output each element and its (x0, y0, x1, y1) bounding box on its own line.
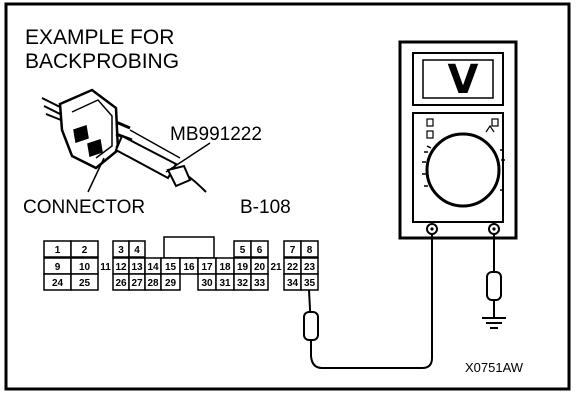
pin-row3-14-label: 35 (304, 278, 316, 289)
pin-row3-1-label: 25 (79, 278, 91, 289)
pin-row3-11-cell (250, 273, 269, 291)
multimeter (398, 40, 518, 240)
pin-row3-3-label: 26 (115, 278, 127, 289)
pin-row2-2-label: 11 (100, 262, 111, 273)
pin-row2-6-label: 15 (165, 262, 177, 273)
pin-row3-6-label: 29 (165, 278, 177, 289)
pin-row1-3-cell (128, 240, 146, 258)
pin-row3-6-cell (160, 273, 181, 291)
figure-code: X0751AW (465, 360, 524, 375)
pin-row2-12-label: 21 (270, 262, 282, 273)
pin-row2-14-label: 23 (304, 262, 316, 273)
pin-row3-5-label: 28 (147, 278, 159, 289)
pin-row3-11-label: 33 (254, 278, 266, 289)
pin-row2-13-label: 22 (287, 262, 299, 273)
pin-row1-7-label: 8 (307, 245, 313, 256)
ground-icon (482, 300, 506, 329)
pin-row1-7-cell (300, 240, 319, 258)
connector-id: B-108 (240, 197, 291, 218)
negative-probe-handle (486, 271, 502, 301)
positive-test-lead (310, 234, 433, 369)
pin-row1-1-cell (70, 240, 99, 258)
tool-leader-line (165, 142, 211, 173)
pin-row1-1-label: 2 (82, 245, 88, 256)
pin-row3-9-label: 31 (219, 278, 231, 289)
connector-key (163, 236, 215, 259)
pin-row2-4-label: 13 (131, 262, 143, 273)
meter-display-symbol: V (448, 57, 479, 103)
pin-row3-0-label: 24 (52, 278, 64, 289)
pin-row1-6-label: 7 (290, 245, 296, 256)
pin-row2-0-label: 9 (55, 262, 61, 273)
pin-row3-13-label: 34 (287, 278, 299, 289)
frame-border (4, 2, 571, 391)
connector-leader-line (87, 157, 105, 193)
title-line-2: BACKPROBING (25, 50, 179, 73)
title-line-1: EXAMPLE FOR (25, 26, 174, 49)
pin-row1-5-label: 6 (257, 245, 263, 256)
connector-illustration (41, 88, 207, 193)
pin-row1-5-cell (250, 240, 269, 258)
pin-row2-5-label: 14 (147, 262, 159, 273)
pin-row1-3-label: 4 (134, 245, 140, 256)
pin-row2-3-label: 12 (115, 262, 127, 273)
pin-row1-2-label: 3 (118, 245, 124, 256)
pin-row2-8-label: 17 (201, 262, 213, 273)
pin-row1-4-label: 5 (240, 245, 246, 256)
tool-label: MB991222 (170, 124, 262, 145)
pin-row3-8-label: 30 (201, 278, 213, 289)
pin-row1-0-label: 1 (55, 245, 61, 256)
positive-probe-handle (303, 311, 319, 341)
pin-row3-1-cell (70, 273, 99, 291)
pin-row2-9-label: 18 (219, 262, 231, 273)
connector-label: CONNECTOR (23, 197, 145, 218)
pin-row2-10-label: 19 (237, 262, 249, 273)
pin-row3-4-label: 27 (131, 278, 143, 289)
pin-row2-7-label: 16 (183, 262, 195, 273)
pin-row2-11-label: 20 (254, 262, 266, 273)
pin-row3-10-label: 32 (237, 278, 249, 289)
pin-row2-1-label: 10 (79, 262, 91, 273)
